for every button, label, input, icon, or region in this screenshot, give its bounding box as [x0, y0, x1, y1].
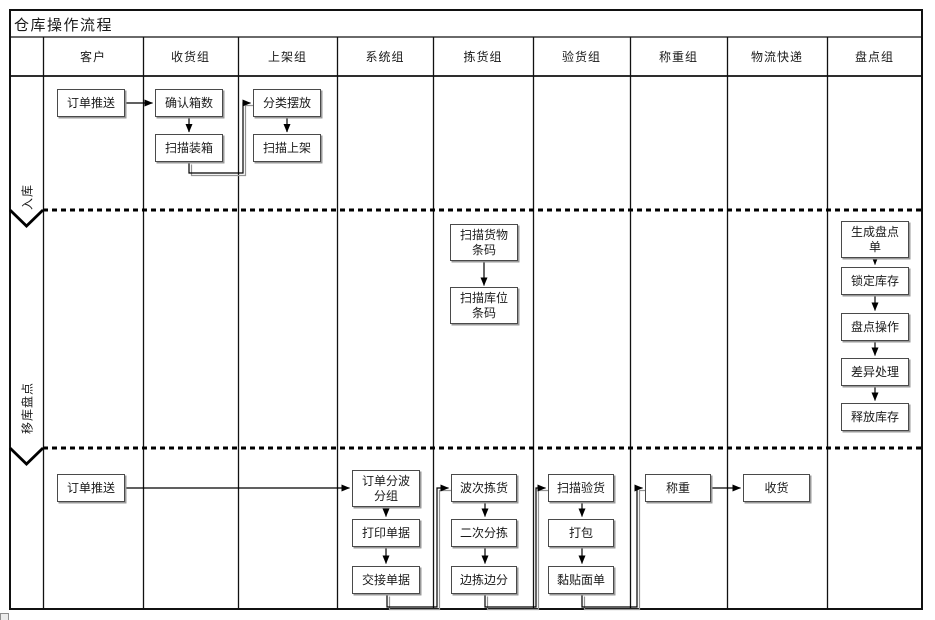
corner-handle: [0, 613, 9, 620]
column-header-customer: 客户: [79, 50, 106, 64]
process-box-sort-placement: 分类摆放: [253, 89, 321, 117]
column-header-weighing: 称重组: [658, 50, 698, 64]
column-header-stocktaking: 盘点组: [854, 50, 894, 64]
column-header-receiving: 收货组: [170, 50, 210, 64]
column-header-system: 系统组: [365, 50, 405, 64]
process-box-scan-location-barcode: 扫描库位 条码: [450, 287, 518, 324]
process-box-print-documents: 打印单据: [352, 519, 420, 547]
process-box-receiving: 收货: [743, 474, 810, 502]
process-box-count-operation: 盘点操作: [841, 313, 909, 341]
process-box-order-wave-grouping: 订单分波 分组: [352, 470, 420, 507]
process-box-paste-waybill: 黏贴面单: [548, 566, 614, 594]
lane-divider-dashed-lines: [43, 208, 922, 450]
process-box-order-push-outbound: 订单推送: [57, 474, 125, 502]
process-box-handover-documents: 交接单据: [352, 566, 420, 594]
process-box-generate-count-sheet: 生成盘点 单: [841, 221, 909, 258]
process-box-scan-inspection: 扫描验货: [548, 474, 614, 502]
process-box-weighing: 称重: [645, 474, 711, 502]
process-box-scan-goods-barcode: 扫描货物 条码: [450, 224, 518, 261]
process-box-confirm-box-count: 确认箱数: [155, 89, 223, 117]
process-box-scan-packing: 扫描装箱: [155, 134, 223, 162]
process-box-order-push-inbound: 订单推送: [57, 89, 125, 117]
page-title: 仓库操作流程: [14, 18, 114, 34]
lane-break-chevron-icon: [9, 208, 44, 466]
process-box-scan-shelving: 扫描上架: [253, 134, 321, 162]
lane-label-transfer-count: 移库盘点: [20, 381, 35, 435]
process-box-release-inventory: 释放库存: [841, 403, 909, 431]
column-header-shelving: 上架组: [267, 50, 307, 64]
process-box-difference-handling: 差异处理: [841, 358, 909, 386]
process-box-packing: 打包: [548, 519, 614, 547]
table-grid: [9, 9, 923, 610]
flow-connectors: [125, 99, 879, 608]
process-box-pick-while-sorting: 边拣边分: [451, 566, 517, 594]
process-box-lock-inventory: 锁定库存: [841, 267, 909, 295]
column-header-logistics: 物流快递: [750, 50, 803, 64]
column-header-picking: 拣货组: [463, 50, 503, 64]
process-box-secondary-sorting: 二次分拣: [451, 519, 517, 547]
lane-label-inbound: 入库: [20, 183, 35, 211]
column-header-inspection: 验货组: [561, 50, 601, 64]
process-box-wave-picking: 波次拣货: [451, 474, 517, 502]
